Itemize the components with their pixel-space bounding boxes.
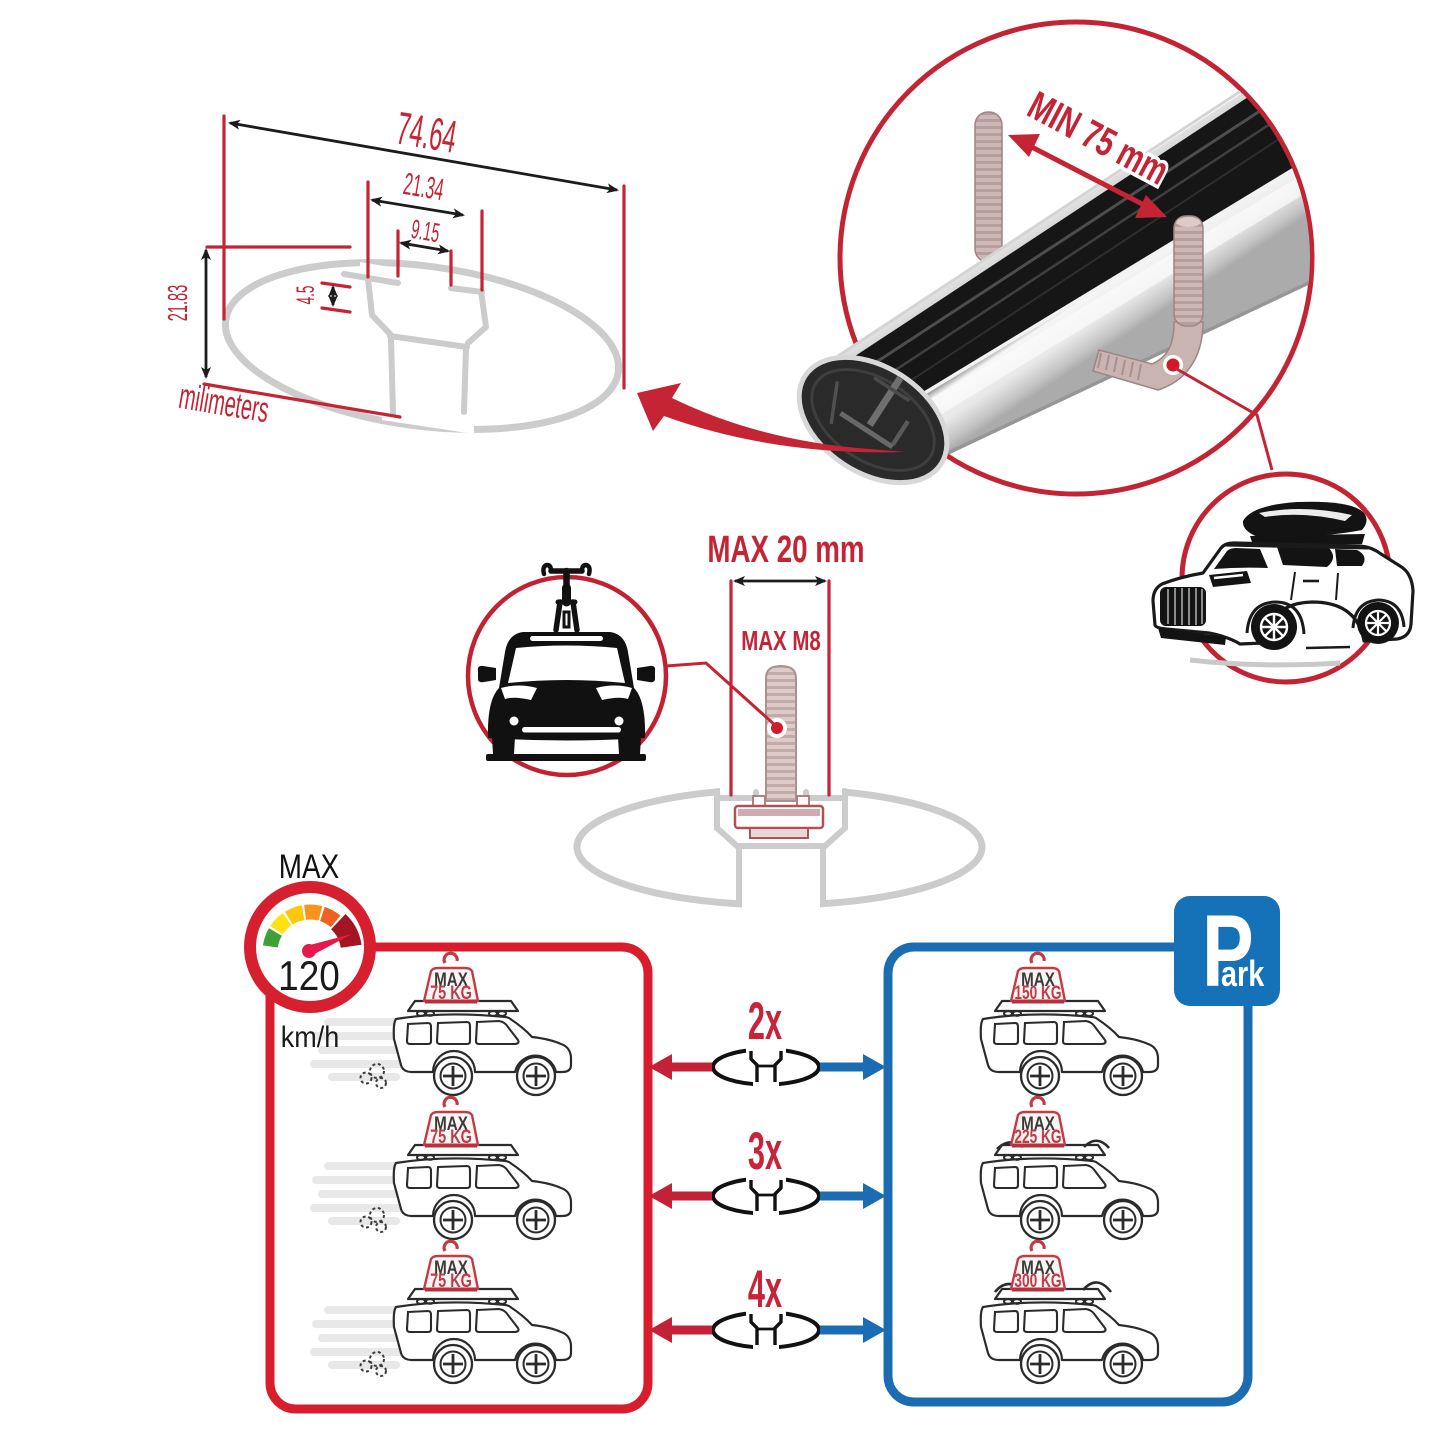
svg-text:MAX M8: MAX M8 <box>741 626 820 657</box>
svg-text:74.64: 74.64 <box>393 102 461 163</box>
svg-text:75 KG: 75 KG <box>430 1126 472 1147</box>
svg-text:MAX 20 mm: MAX 20 mm <box>707 529 864 571</box>
svg-text:21.34: 21.34 <box>401 168 446 208</box>
svg-text:MAX: MAX <box>1021 1112 1055 1134</box>
svg-text:P: P <box>1202 895 1254 1009</box>
svg-text:225 KG: 225 KG <box>1014 1126 1061 1148</box>
svg-text:75 KG: 75 KG <box>430 1270 472 1291</box>
svg-text:3x: 3x <box>748 1123 782 1182</box>
svg-text:km/h: km/h <box>281 1021 339 1055</box>
svg-text:300 KG: 300 KG <box>1014 1270 1061 1292</box>
svg-text:MAX: MAX <box>279 847 340 885</box>
svg-text:75 KG: 75 KG <box>430 982 472 1003</box>
svg-text:4.5: 4.5 <box>293 286 320 305</box>
svg-text:MAX: MAX <box>434 1112 468 1134</box>
svg-text:9.15: 9.15 <box>409 213 442 248</box>
svg-text:MAX: MAX <box>1021 968 1055 990</box>
svg-text:ark: ark <box>1221 953 1265 994</box>
svg-text:MAX: MAX <box>434 968 468 990</box>
svg-text:MAX: MAX <box>434 1256 468 1278</box>
svg-text:2x: 2x <box>748 993 782 1052</box>
svg-text:21.83: 21.83 <box>162 285 193 321</box>
svg-text:MAX: MAX <box>1021 1256 1055 1278</box>
svg-text:120: 120 <box>278 953 340 1000</box>
svg-text:4x: 4x <box>748 1261 782 1320</box>
svg-text:150 KG: 150 KG <box>1014 982 1061 1004</box>
